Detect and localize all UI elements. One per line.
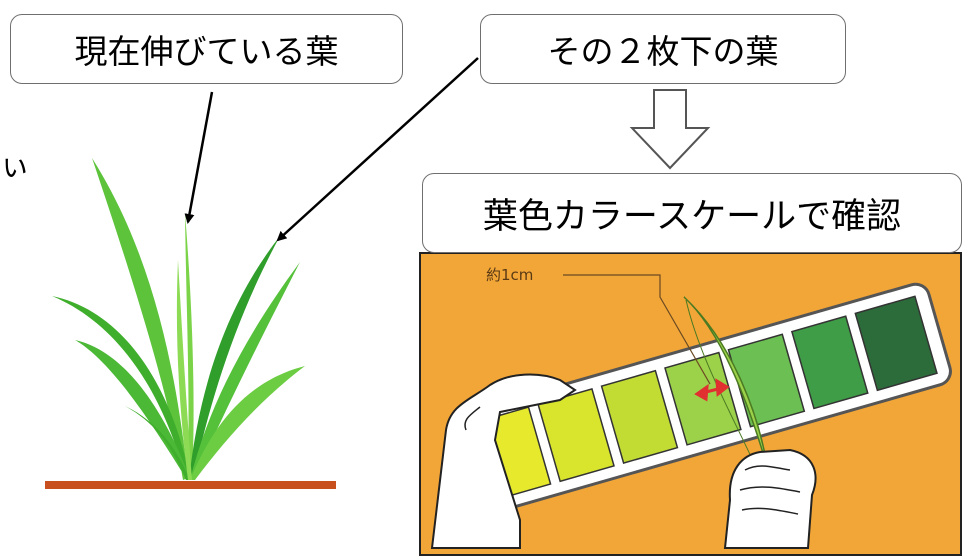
label-current-leaf: 現在伸びている葉 xyxy=(10,14,403,84)
label-two-below-leaf-text: その２枚下の葉 xyxy=(547,32,779,71)
approx-1cm-label: 約1cm xyxy=(486,266,534,284)
label-two-below-leaf: その２枚下の葉 xyxy=(480,14,846,84)
leaf-color-scale-photo xyxy=(419,252,962,556)
label-current-leaf-text: 現在伸びている葉 xyxy=(74,32,339,71)
label-confirm-with-scale: 葉色カラースケールで確認 xyxy=(422,173,962,253)
arrow-current-leaf xyxy=(184,91,214,224)
hollow-down-arrow-icon xyxy=(629,89,711,170)
left-edge-fragment: ぃ xyxy=(0,149,30,184)
label-confirm-with-scale-text: 葉色カラースケールで確認 xyxy=(482,196,902,237)
rice-seedling-icon xyxy=(52,158,305,480)
arrow-two-below-leaf xyxy=(276,57,479,242)
